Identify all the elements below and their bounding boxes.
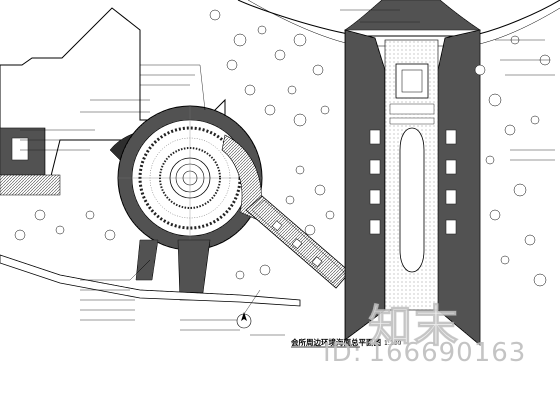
watermark-id: ID:166690163: [323, 338, 526, 368]
planting: [14, 9, 551, 287]
diagonal-promenade: [245, 195, 351, 289]
oval-lawn: [399, 127, 425, 273]
drawing-title-text: 会所周边环境海面总平面图: [291, 338, 381, 347]
watermark-id-label: ID:: [323, 338, 363, 368]
plaza-south-path: [177, 239, 211, 301]
watermark-id-value: 166690163: [368, 338, 527, 368]
square-fountain: [395, 63, 429, 99]
central-boulevard: [344, 0, 481, 346]
plaza-west-path: [135, 239, 159, 281]
watermark-logo: 知末: [368, 301, 460, 353]
north-arrow: [236, 312, 252, 329]
drawing-scale: 1:200: [384, 340, 402, 347]
